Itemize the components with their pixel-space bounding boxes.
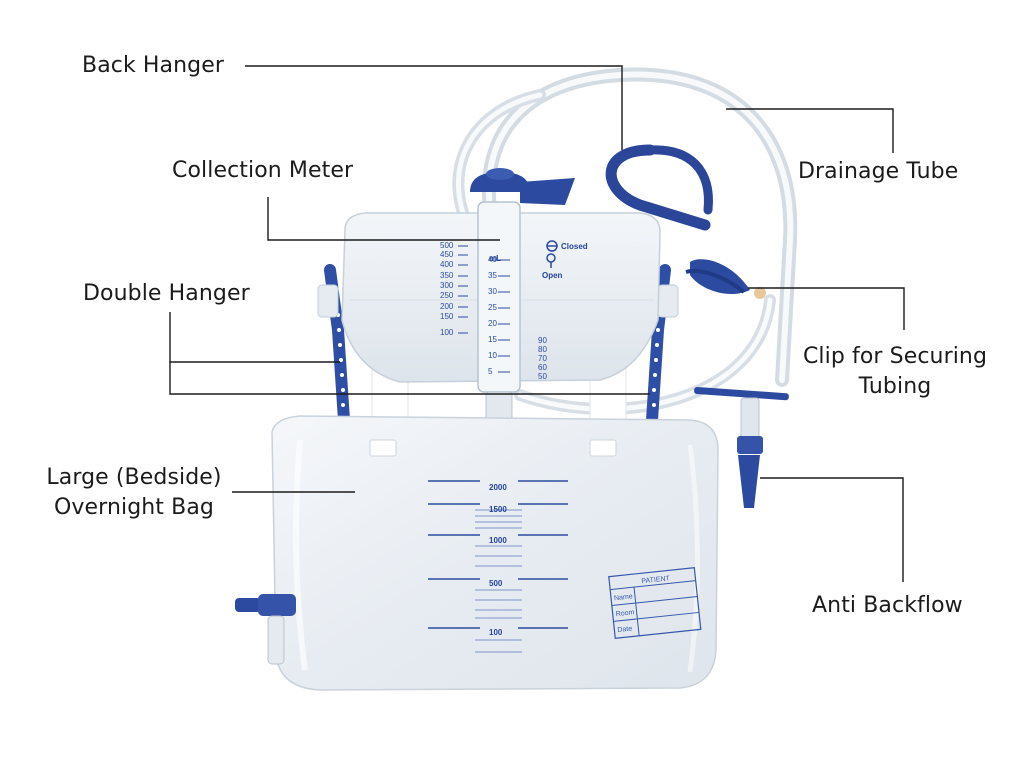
back-hanger-leader bbox=[245, 65, 623, 150]
meter-unit-label: mL bbox=[489, 254, 501, 263]
meter-left-tick-label: 300 bbox=[440, 281, 454, 290]
double-hanger-part bbox=[317, 264, 679, 426]
label-drainage-tube: Drainage Tube bbox=[798, 159, 959, 184]
label-large-bag-line1: Large (Bedside) bbox=[46, 465, 222, 490]
meter-center-tick-label: 30 bbox=[488, 287, 497, 296]
double-hanger-leader-bottom bbox=[169, 362, 650, 395]
double-hanger-leader-top bbox=[169, 312, 340, 363]
meter-right-tick-label: 90 bbox=[538, 336, 547, 345]
meter-right-tick-label: 50 bbox=[538, 372, 547, 381]
bag-scale-label: 500 bbox=[489, 579, 503, 588]
meter-left-tick-label: 250 bbox=[440, 291, 454, 300]
meter-center-tick-label: 40 bbox=[488, 255, 497, 264]
meter-left-tick-label: 200 bbox=[440, 302, 454, 311]
label-back-hanger: Back Hanger bbox=[82, 53, 225, 78]
anti-backflow-leader bbox=[760, 477, 904, 582]
meter-left-tick-label: 100 bbox=[440, 328, 454, 337]
leader-lines bbox=[169, 65, 905, 582]
drainage-tube bbox=[452, 67, 798, 416]
label-clip-line1: Clip for Securing bbox=[802, 344, 988, 369]
anti-backflow-part bbox=[694, 387, 789, 508]
label-anti-backflow: Anti Backflow bbox=[812, 593, 963, 618]
bag-scale-label: 1500 bbox=[489, 505, 507, 514]
meter-left-tick-label: 350 bbox=[440, 271, 454, 280]
drainage-tube-leader bbox=[726, 108, 894, 153]
meter-center-tick-label: 5 bbox=[488, 367, 493, 376]
bag-scale-label: 1000 bbox=[489, 536, 507, 545]
patient-field-label: Room bbox=[615, 609, 634, 618]
patient-header: PATIENT bbox=[641, 575, 671, 585]
meter-center-tick-label: 10 bbox=[488, 351, 497, 360]
bag-scale-label: 2000 bbox=[489, 483, 507, 492]
drain-valve bbox=[235, 594, 296, 665]
label-clip-line2: Tubing bbox=[858, 374, 932, 399]
collection-meter-leader bbox=[267, 197, 500, 241]
meter-center-tick-label: 35 bbox=[488, 271, 497, 280]
bag-scale-label: 100 bbox=[489, 628, 503, 637]
valve-indicator: Closed Open bbox=[542, 240, 588, 280]
label-double-hanger: Double Hanger bbox=[83, 281, 250, 306]
back-hanger-part bbox=[605, 144, 713, 231]
label-clip: Clip for Securing Tubing bbox=[794, 342, 996, 402]
meter-right-tick-label: 70 bbox=[538, 354, 547, 363]
meter-center-tick-label: 25 bbox=[488, 303, 497, 312]
meter-right-tick-label: 80 bbox=[538, 345, 547, 354]
label-large-bag-line2: Overnight Bag bbox=[54, 495, 214, 520]
patient-field-label: Name bbox=[614, 593, 633, 602]
meter-center-tick-label: 15 bbox=[488, 335, 497, 344]
label-large-bag: Large (Bedside) Overnight Bag bbox=[38, 463, 230, 523]
open-label: Open bbox=[542, 271, 563, 280]
clip-leader bbox=[748, 287, 905, 330]
label-collection-meter: Collection Meter bbox=[172, 158, 354, 183]
tubing-clip-part bbox=[685, 259, 766, 299]
meter-left-tick-label: 150 bbox=[440, 312, 454, 321]
patient-field-label: Date bbox=[617, 626, 633, 635]
meter-left-tick-label: 450 bbox=[440, 250, 454, 259]
closed-label: Closed bbox=[561, 242, 588, 251]
meter-left-tick-label: 400 bbox=[440, 260, 454, 269]
meter-right-tick-label: 60 bbox=[538, 363, 547, 372]
meter-center-tick-label: 20 bbox=[488, 319, 497, 328]
meter-left-tick-label: 500 bbox=[440, 241, 454, 250]
